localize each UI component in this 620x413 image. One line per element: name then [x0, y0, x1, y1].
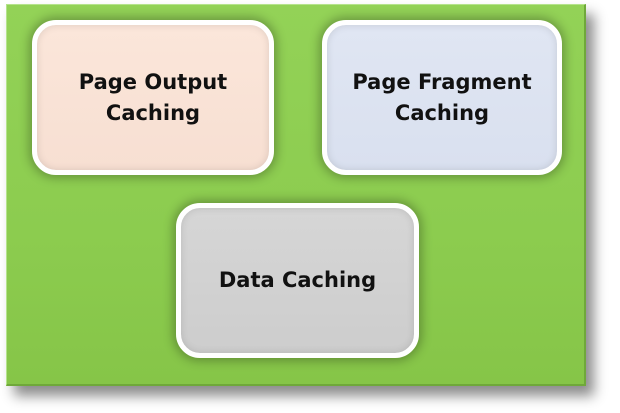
page-fragment-caching-box: Page Fragment Caching: [322, 20, 562, 175]
page-fragment-caching-label: Page Fragment Caching: [352, 69, 532, 125]
page-output-caching-box: Page Output Caching: [32, 20, 274, 175]
green-background-panel: Page Output Caching Page Fragment Cachin…: [6, 4, 586, 386]
page-output-caching-label: Page Output Caching: [78, 69, 228, 125]
data-caching-label: Data Caching: [218, 268, 377, 292]
data-caching-box: Data Caching: [176, 203, 419, 358]
